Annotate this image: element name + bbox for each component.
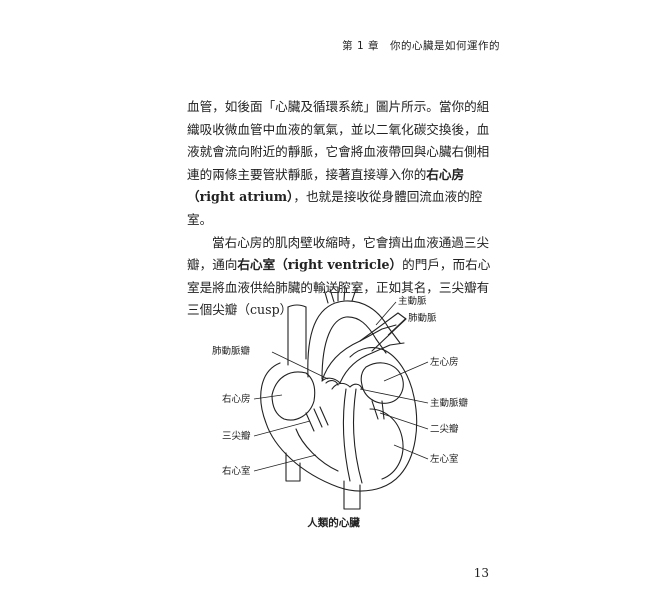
mitral-leaflets <box>371 400 385 420</box>
leader-tricuspid-valve <box>253 420 311 437</box>
label-right-atrium: 右心房 <box>222 393 251 405</box>
leader-mitral-valve <box>379 412 429 430</box>
tricuspid-leaflets <box>305 406 329 432</box>
label-pulmonary-valve: 肺動脈瓣 <box>212 345 251 357</box>
pulmonary-artery-outer <box>321 324 397 382</box>
leader-right-ventricle <box>253 454 317 472</box>
heart-illustration: 主動脈 肺動脈 肺動脈瓣 左心房 右心房 主動脈瓣 三尖瓣 二尖瓣 右心室 左心… <box>212 286 469 510</box>
heart-outline <box>260 347 418 492</box>
aortic-branches <box>323 286 357 304</box>
heart-diagram: 主動脈 肺動脈 肺動脈瓣 左心房 右心房 主動脈瓣 三尖瓣 二尖瓣 右心室 左心… <box>210 285 490 525</box>
superior-vena-cava-top <box>287 304 307 308</box>
left-ventricle-wall <box>369 408 404 480</box>
leader-pulmonary-valve <box>271 351 329 380</box>
page-number: 13 <box>473 566 489 580</box>
label-left-ventricle: 左心室 <box>430 453 459 465</box>
label-aorta: 主動脈 <box>398 295 427 307</box>
running-header: 第 1 章 你的心臟是如何運作的 <box>342 40 500 52</box>
paragraph-1: 血管，如後面「心臟及循環系統」圖片所示。當你的組織吸收微血管中血液的氧氣，並以二… <box>187 96 497 232</box>
leader-left-ventricle <box>393 444 429 460</box>
septum <box>342 388 351 482</box>
leader-aortic-valve <box>359 388 429 404</box>
label-mitral-valve: 二尖瓣 <box>430 423 459 435</box>
label-pulmonary-artery: 肺動脈 <box>408 312 437 324</box>
septum-2 <box>352 388 363 484</box>
inferior-vena-cava <box>285 452 301 482</box>
left-atrium-wall <box>360 362 404 404</box>
right-ventricle-wall <box>295 428 339 472</box>
right-atrium-term: 右心房（right atrium） <box>187 166 465 205</box>
figure-caption: 人類的心臟 <box>307 517 360 529</box>
superior-vena-cava <box>287 306 307 366</box>
aorta-outer <box>307 300 401 378</box>
aortic-valve-shape <box>331 382 363 390</box>
leader-lines <box>253 301 429 472</box>
descending-aorta <box>343 480 361 510</box>
label-tricuspid-valve: 三尖瓣 <box>222 430 251 442</box>
leader-left-atrium <box>383 361 429 382</box>
pulmonary-branch <box>359 312 407 352</box>
paragraph-1-tail: ，也就是接收從身體回流血液的腔室。 <box>187 189 483 227</box>
pulmonary-artery-inner <box>339 342 405 384</box>
body-text: 血管，如後面「心臟及循環系統」圖片所示。當你的組織吸收微血管中血液的氧氣，並以二… <box>187 96 497 322</box>
paragraph-2-text: 當右心房的肌肉壁收縮時，它會擠出血液通過三尖瓣，通向 <box>187 234 490 273</box>
label-left-atrium: 左心房 <box>430 356 459 368</box>
right-ventricle-term: 右心室（right ventricle） <box>237 257 403 273</box>
label-aortic-valve: 主動脈瓣 <box>430 397 469 409</box>
aortic-branches-2 <box>329 286 346 303</box>
label-right-ventricle: 右心室 <box>222 465 251 477</box>
right-atrium-wall <box>271 371 316 421</box>
leader-pulmonary-artery <box>387 317 407 336</box>
paragraph-1-text: 血管，如後面「心臟及循環系統」圖片所示。當你的組織吸收微血管中血液的氧氣，並以二… <box>187 99 490 182</box>
leader-aorta <box>375 301 397 326</box>
leader-right-atrium <box>253 394 283 400</box>
aorta-inner <box>321 316 387 380</box>
